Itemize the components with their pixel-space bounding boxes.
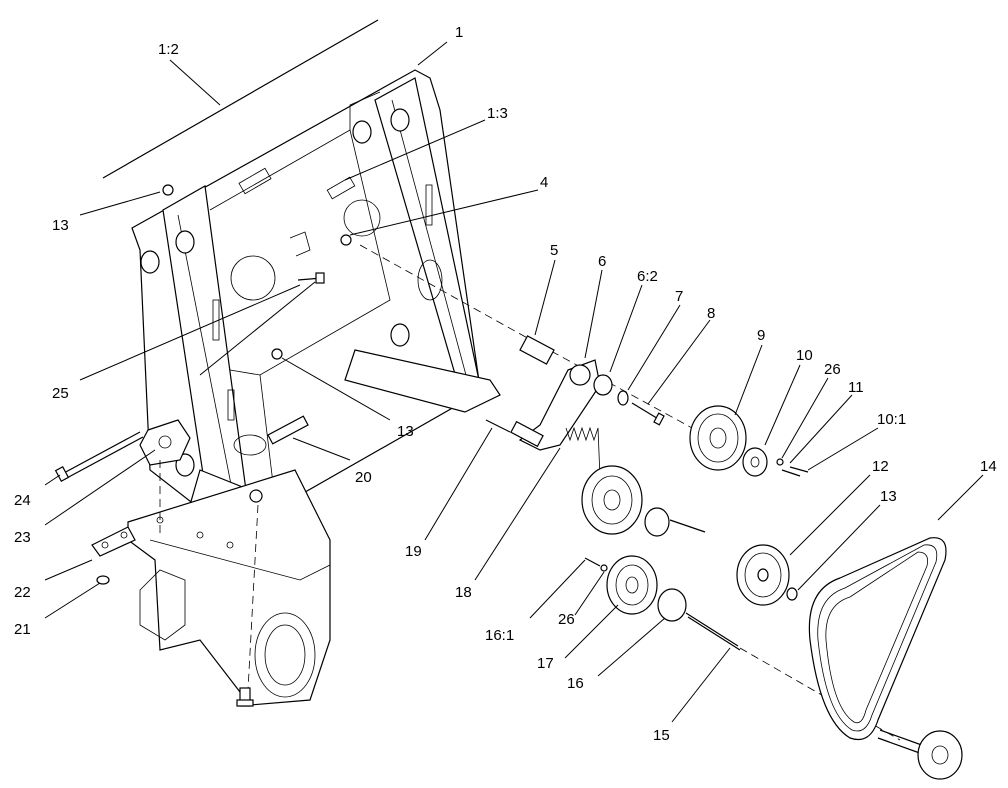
callout-labels: 1 1:2 1:3 4 5 6 6:2 7 8 9 10 26 11 10:1 … [14, 24, 997, 744]
callout-6-2: 6:2 [637, 268, 658, 285]
callout-11: 11 [848, 379, 864, 396]
callout-7: 7 [675, 288, 683, 305]
callout-13-mid: 13 [397, 423, 414, 440]
callout-25: 25 [52, 385, 69, 402]
callout-16: 16 [567, 675, 584, 692]
callout-5: 5 [550, 242, 558, 259]
pulley-stack [359, 244, 963, 780]
callout-14: 14 [980, 458, 997, 475]
callout-1-3: 1:3 [487, 105, 508, 122]
callout-18: 18 [455, 584, 472, 601]
leader-lines [44, 41, 984, 723]
callout-4: 4 [540, 174, 548, 191]
callout-8: 8 [707, 305, 715, 322]
callout-10: 10 [796, 347, 813, 364]
callout-6: 6 [598, 253, 606, 270]
callout-24: 24 [14, 492, 31, 509]
callout-13-right: 13 [880, 488, 897, 505]
callout-16-1: 16:1 [485, 627, 514, 644]
callout-26-top: 26 [824, 361, 841, 378]
callout-23: 23 [14, 529, 31, 546]
callout-17: 17 [537, 655, 554, 672]
callout-1: 1 [455, 24, 463, 41]
callout-12: 12 [872, 458, 889, 475]
callout-20: 20 [355, 469, 372, 486]
callout-21: 21 [14, 621, 31, 638]
callout-10-1: 10:1 [877, 411, 906, 428]
callout-19: 19 [405, 543, 422, 560]
callout-1-2: 1:2 [158, 41, 179, 58]
main-frame-drawing [102, 19, 501, 706]
left-small-parts [54, 272, 325, 707]
callout-22: 22 [14, 584, 31, 601]
callout-9: 9 [757, 327, 765, 344]
callout-26-bottom: 26 [558, 611, 575, 628]
callout-15: 15 [653, 727, 670, 744]
callout-13-top-left: 13 [52, 217, 69, 234]
